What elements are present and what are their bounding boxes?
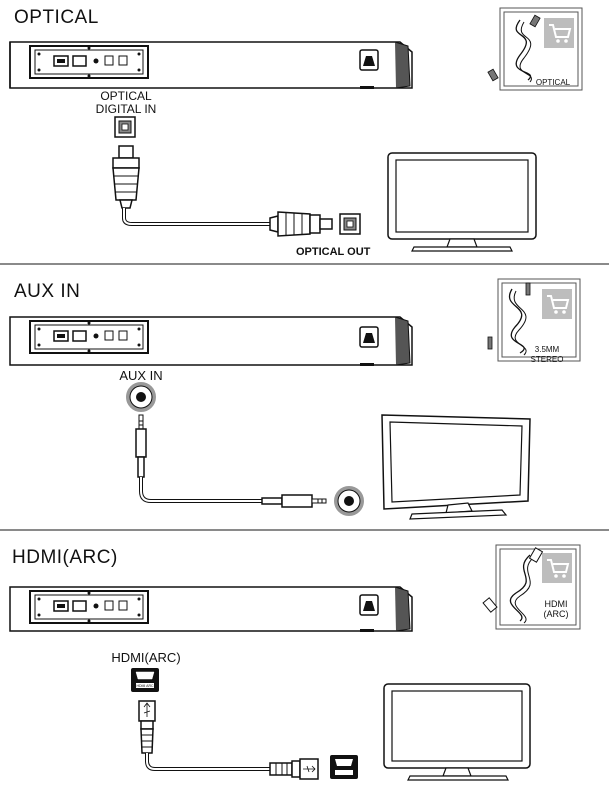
tv-port-label: OPTICAL OUT [296,246,371,258]
accessory-box-label: HDMI (ARC) [543,599,569,619]
aux-cable [135,414,327,508]
hdmi-port-text: HDMI ARC [136,684,154,688]
hdmi-diagram: HDMI ARC [9,544,581,781]
section-hdmi: HDMI(ARC) [0,531,609,794]
tv-hdmi-port [330,755,358,779]
section-divider [0,529,609,531]
optical-cable [112,145,333,237]
section-divider [0,263,609,265]
tv-monitor [387,152,537,252]
tv-monitor [381,414,531,520]
soundbar [9,41,413,89]
tv-aux-port [334,486,364,516]
optical-diagram [9,7,583,252]
aux-port-label: AUX IN [119,368,163,383]
hdmi-port: HDMI ARC [131,668,159,692]
section-title: AUX IN [14,281,81,302]
optical-port-label: OPTICAL DIGITAL IN [95,89,157,116]
section-title: OPTICAL [14,7,99,28]
accessory-box-label: OPTICAL [535,78,571,87]
aux-port [126,382,156,412]
accessory-box [482,544,581,630]
accessory-box [487,278,581,362]
tv-monitor [383,683,531,781]
accessory-box-label: 3.5MM STEREO [530,345,564,364]
tv-optical-port [339,213,361,235]
aux-diagram [9,278,581,520]
hdmi-port-label: HDMI(ARC) [111,650,181,665]
accessory-box [487,7,583,91]
soundbar [9,316,413,366]
hdmi-cable [138,700,319,780]
section-title: HDMI(ARC) [12,547,118,568]
section-optical: OPTICAL [0,0,609,262]
soundbar [9,586,413,632]
section-aux: AUX IN [0,265,609,527]
optical-port [114,116,136,138]
